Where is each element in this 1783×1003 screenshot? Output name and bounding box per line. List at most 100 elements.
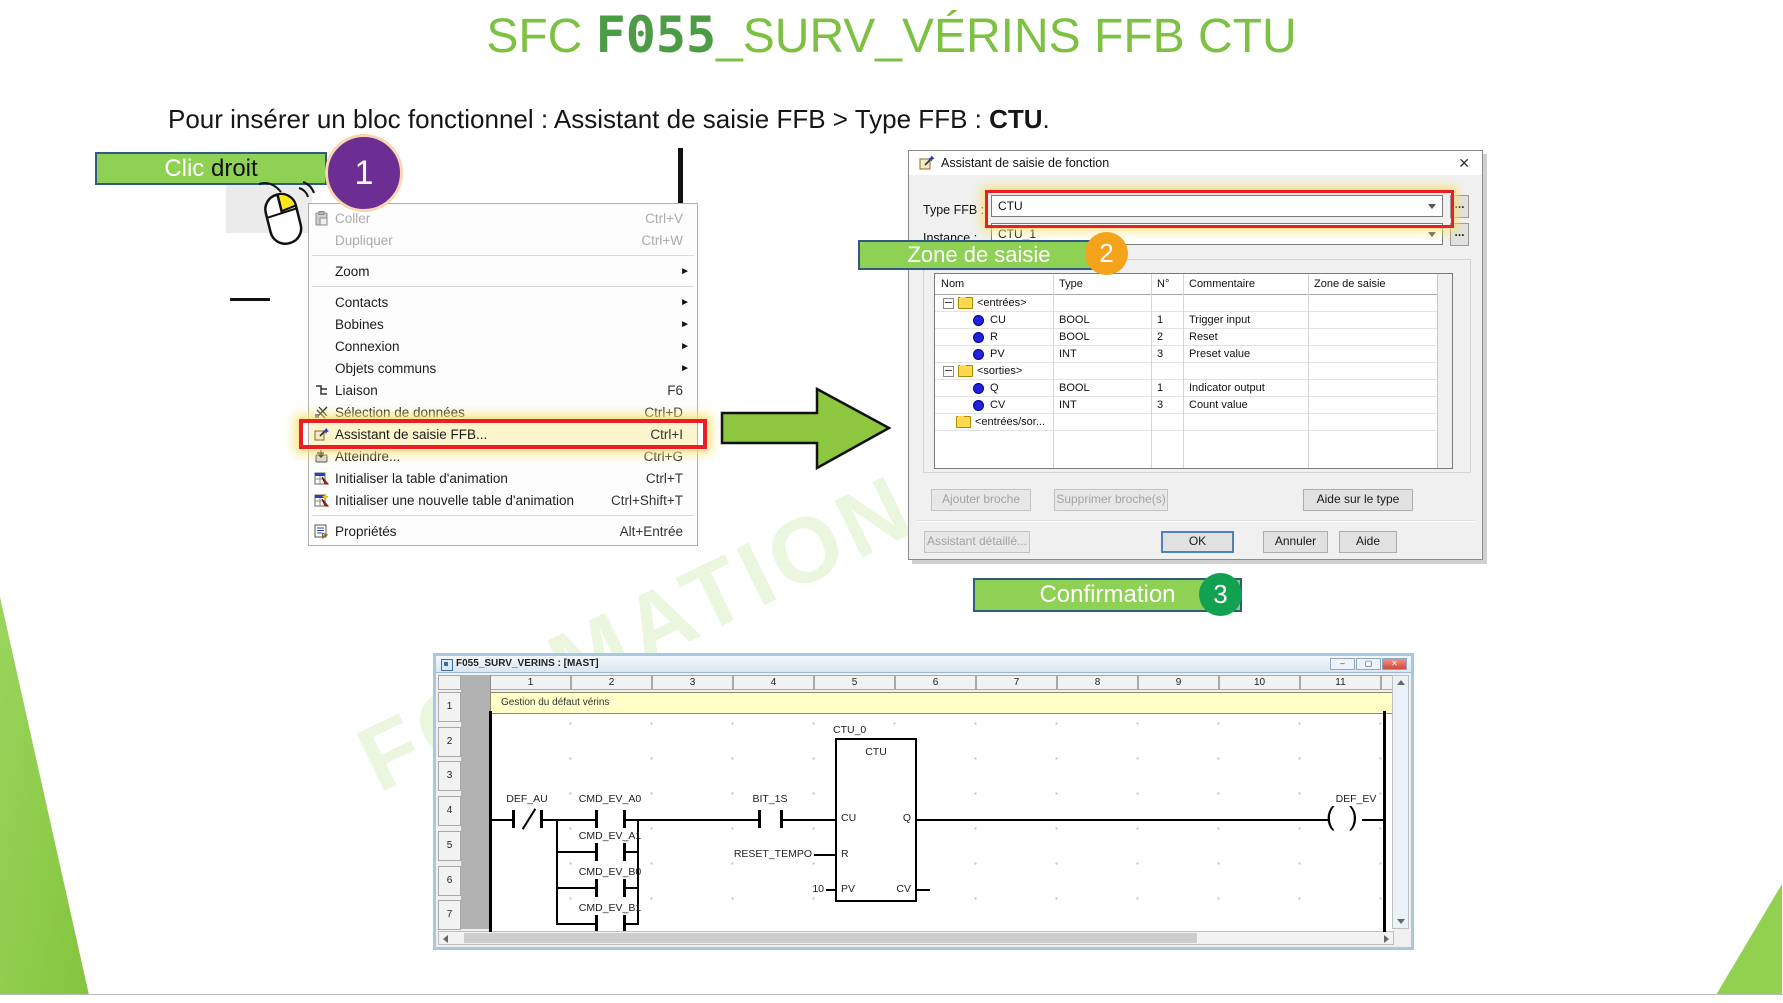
ffb-wizard-icon [309,427,333,442]
pin-label: CU [841,812,857,824]
menu-item-atteindre[interactable]: Atteindre... Ctrl+G [309,445,697,467]
menu-item-bobines[interactable]: Bobines ► [335,316,690,332]
table-row-group-entrees[interactable]: <entrées> [935,295,1452,312]
row-header: 6 [438,866,461,896]
rung-comment: Gestion du défaut vérins [490,692,1394,714]
pin-icon [973,399,984,411]
scroll-right-icon[interactable] [1384,935,1389,943]
corner-triangle-left [0,597,89,995]
menu-item-connexion[interactable]: Connexion ► [335,338,690,354]
screenshot-fragment [678,148,683,203]
row-header: 1 [438,692,461,722]
table-row-pin-cv[interactable]: CV INT 3 Count value [935,397,1452,414]
annuler-button[interactable]: Annuler [1263,531,1328,553]
table-row-pin-r[interactable]: R BOOL 2 Reset [935,329,1452,346]
menu-item-liaison[interactable]: Liaison F6 [309,379,697,401]
menu-item-dupliquer[interactable]: Dupliquer Ctrl+W [335,232,683,248]
column-header[interactable]: Nom [941,278,965,290]
instance-browse-button[interactable]: ... [1450,223,1469,246]
menu-item-assistant-saisie-ffb[interactable]: Assistant de saisie FFB... Ctrl+I [299,419,707,449]
new-animation-table-icon [309,492,333,508]
subtitle: Pour insérer un bloc fonctionnel : Assis… [168,104,1050,134]
scrollbar-thumb[interactable] [464,933,1197,943]
no-contact-cmd-ev-b1[interactable] [595,915,626,931]
close-button[interactable]: ✕ [1382,658,1407,670]
block-type-label: CTU [865,746,887,758]
column-header: 5 [814,675,895,690]
column-header[interactable]: N° [1157,278,1170,290]
table-row-group-entrees-sorties[interactable]: <entrées/sor... [935,414,1452,431]
column-header: 1 [490,675,571,690]
column-header: 11 [1300,675,1381,690]
menu-separator [312,255,694,256]
menu-item-contacts[interactable]: Contacts ► [335,294,690,310]
table-row-pin-q[interactable]: Q BOOL 1 Indicator output [935,380,1452,397]
row-header: 3 [438,761,461,791]
supprimer-broche-button[interactable]: Supprimer broche(s) [1054,489,1168,511]
column-header: 10 [1219,675,1300,690]
dialog-titlebar[interactable] [909,151,1482,175]
aide-button[interactable]: Aide [1339,531,1397,553]
coil-icon[interactable]: ( [1326,801,1335,831]
column-header[interactable]: Zone de saisie [1314,278,1386,290]
submenu-arrow-icon: ► [680,265,690,277]
table-row-pin-cu[interactable]: CU BOOL 1 Trigger input [935,312,1452,329]
menu-item-coller[interactable]: Coller Ctrl+V [309,207,697,229]
pin-icon [973,348,984,360]
menu-item-init-table-animation[interactable]: Initialiser la table d'animation Ctrl+T [309,467,697,489]
scroll-up-icon[interactable] [1397,680,1405,685]
close-icon[interactable]: ✕ [1458,155,1470,171]
scroll-down-icon[interactable] [1397,919,1405,924]
folder-icon [958,297,973,309]
table-row-group-sorties[interactable]: <sorties> [935,363,1452,380]
column-header: 6 [895,675,976,690]
menu-item-objets-communs[interactable]: Objets communs ► [335,360,690,376]
no-contact-cmd-ev-b0[interactable] [595,879,626,897]
table-scrollbar[interactable] [1437,274,1452,468]
column-header[interactable]: Commentaire [1189,278,1256,290]
slide-bottom-line [0,994,1783,995]
type-ffb-combobox[interactable]: CTU [991,195,1443,217]
collapse-icon[interactable] [943,365,954,377]
flow-arrow-icon [720,386,892,471]
r-input-label: RESET_TEMPO [733,848,812,860]
menu-item-init-nouvelle-table-animation[interactable]: Initialiser une nouvelle table d'animati… [309,489,697,511]
step-badge-2: 2 [1085,232,1128,275]
ladder-canvas[interactable] [490,692,1394,935]
type-ffb-browse-button[interactable]: ... [1450,195,1469,218]
menu-item-zoom[interactable]: Zoom ► [335,263,690,279]
vertical-scrollbar[interactable] [1392,675,1409,929]
horizontal-scrollbar[interactable] [438,931,1394,945]
dialog-title: Assistant de saisie de fonction [941,156,1110,170]
no-contact-cmd-ev-a0[interactable] [595,810,626,828]
ajouter-broche-button[interactable]: Ajouter broche [931,489,1031,511]
chevron-down-icon [1428,204,1436,209]
ok-button[interactable]: OK [1161,531,1234,553]
nc-contact-def-au[interactable] [512,808,543,830]
screenshot-fragment [230,298,270,301]
window-title: F055_SURV_VERINS : [MAST] [456,658,599,669]
window-icon [441,659,453,671]
assistant-detaille-button[interactable]: Assistant détaillé... [924,531,1030,553]
aide-sur-le-type-button[interactable]: Aide sur le type [1303,489,1413,511]
window-titlebar[interactable] [436,656,1411,673]
coil-icon[interactable]: ) [1349,801,1358,831]
row-gutter [461,675,491,929]
collapse-icon[interactable] [943,297,954,309]
menu-item-proprietes[interactable]: Propriétés Alt+Entrée [309,520,697,542]
function-input-assistant-dialog: Assistant de saisie de fonction ✕ Type F… [908,150,1483,560]
link-icon [309,383,333,398]
no-contact-cmd-ev-a1[interactable] [595,843,626,861]
minimize-button[interactable]: – [1330,658,1355,670]
table-row-pin-pv[interactable]: PV INT 3 Preset value [935,346,1452,363]
prototype-table: Nom Type N° Commentaire Zone de saisie <… [934,273,1453,469]
callout-zone-de-saisie: Zone de saisie [858,240,1100,270]
scroll-left-icon[interactable] [443,935,448,943]
table-header-row: Nom Type N° Commentaire Zone de saisie [935,274,1452,295]
maximize-button[interactable]: ▢ [1356,658,1381,670]
no-contact-bit-1s[interactable] [758,810,783,828]
menu-item-selection-donnees[interactable]: Sélection de données Ctrl+D [309,401,697,423]
ctu-function-block[interactable] [835,738,917,902]
right-power-rail [1383,711,1386,932]
column-header[interactable]: Type [1059,278,1083,290]
